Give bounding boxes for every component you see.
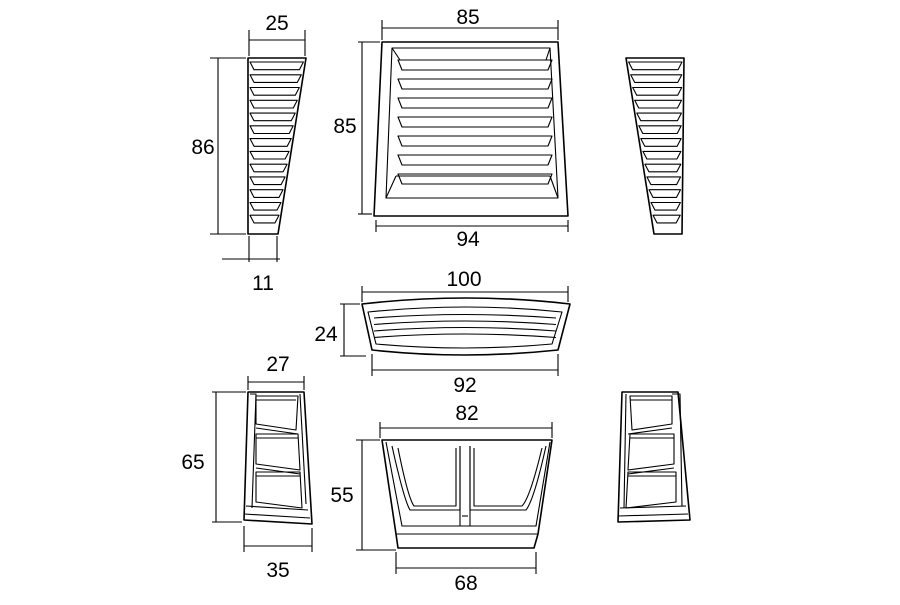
louvre-frame-corner	[385, 175, 559, 199]
louvre-slat	[249, 86, 300, 96]
vent-b-large-square	[373, 41, 569, 217]
vent-c-louvres	[373, 313, 557, 339]
vent-a-tall-tapered	[247, 57, 307, 235]
dim-vent-a-height: 86	[191, 136, 214, 159]
louvre-slat	[249, 138, 292, 147]
louvre-slat	[249, 74, 302, 83]
louvre-slat	[373, 320, 557, 326]
dim-vent-a-bottom-width: 11	[252, 272, 274, 295]
dim-vent-e-bottom-width: 68	[454, 572, 477, 595]
louvre-slat	[646, 176, 682, 186]
dim-vent-e-height: 55	[330, 484, 353, 507]
dim-vent-b-height: 85	[333, 115, 356, 138]
dim-vent-d-bottom-width: 35	[266, 559, 289, 582]
louvre-slat	[630, 74, 683, 83]
louvre-slat	[397, 78, 553, 90]
louvre-slat	[397, 59, 553, 71]
louvre-slat	[632, 86, 683, 96]
louvre-slat	[249, 201, 282, 211]
louvre-slat	[636, 112, 682, 122]
dim-vent-c-top-width: 100	[446, 268, 481, 291]
vent-b-louvres	[385, 47, 559, 199]
louvre-frame-corner	[391, 47, 551, 61]
vent-e-dimensions: 82 55 68	[330, 402, 553, 595]
louvre-slat	[628, 61, 683, 71]
vent-c-dimensions: 100 24 92	[314, 268, 569, 397]
louvre-slat	[249, 112, 296, 122]
louvre-slat	[249, 189, 284, 198]
louvre-slat	[638, 125, 682, 135]
dim-vent-d-top-width: 27	[266, 353, 289, 376]
vent-d-mirror-tapered-slots	[617, 391, 691, 523]
vent-d-tapered-slots	[243, 391, 313, 525]
dim-vent-c-height: 24	[314, 323, 338, 346]
louvre-slat	[249, 125, 294, 135]
vent-e-twin-scoop	[381, 439, 553, 549]
louvre-slat	[373, 326, 557, 332]
louvre-slat	[249, 99, 298, 109]
louvre-slat	[397, 97, 553, 109]
louvre-slat	[397, 135, 553, 147]
louvre-slat	[249, 150, 290, 160]
vent-a-dimensions: 25 86 11	[191, 12, 306, 295]
dim-vent-d-height: 65	[181, 451, 204, 474]
louvre-slat	[397, 154, 553, 166]
louvre-slat	[640, 138, 682, 147]
dim-vent-e-top-width: 82	[455, 402, 478, 425]
louvre-slat	[373, 333, 557, 339]
louvre-slat	[397, 116, 553, 128]
louvre-slat	[249, 61, 304, 71]
louvre-slat	[650, 201, 681, 211]
vent-b-dimensions: 85 85 94	[333, 6, 569, 251]
louvre-slat	[642, 150, 682, 160]
louvre-slat	[249, 176, 286, 186]
vent-a-louvres	[249, 61, 304, 224]
dim-vent-b-top-width: 85	[456, 6, 479, 29]
vent-d-dimensions: 27 65 35	[181, 353, 313, 582]
louvre-slat	[652, 214, 681, 224]
louvre-slat	[644, 163, 682, 173]
dim-vent-c-bottom-width: 92	[453, 374, 476, 397]
louvre-slat	[648, 189, 682, 198]
vent-a-mirror-tapered	[625, 57, 685, 235]
dim-vent-b-bottom-width: 94	[456, 228, 480, 251]
dim-vent-a-top-width: 25	[265, 12, 288, 35]
louvre-slat	[634, 99, 683, 109]
vent-a-mirror-louvres	[628, 61, 683, 224]
vent-c-wide-low	[361, 297, 571, 356]
louvre-slat	[373, 313, 557, 319]
louvre-slat	[249, 163, 288, 173]
louvre-slat	[249, 214, 280, 224]
